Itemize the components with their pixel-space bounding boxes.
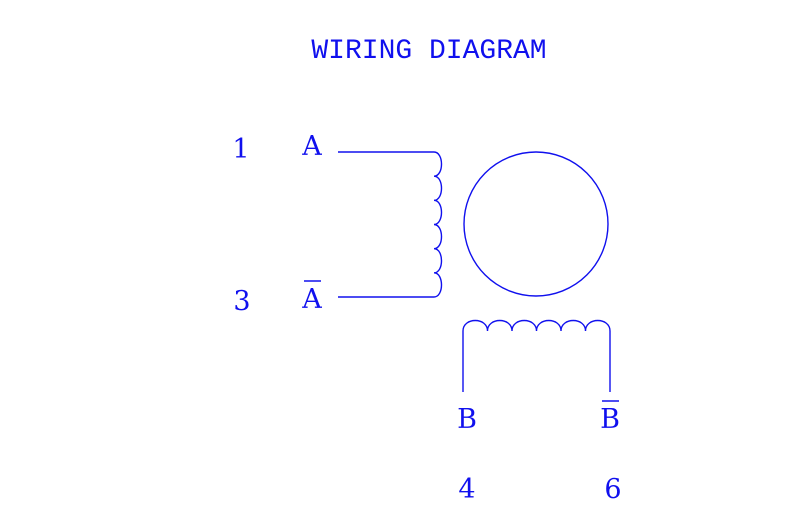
winding-b-coil bbox=[462, 319, 611, 332]
pin-number-b: 4 bbox=[458, 474, 475, 505]
terminal-label-b: B bbox=[457, 404, 477, 435]
pin-number-a-bar: 3 bbox=[233, 286, 250, 317]
pin-number-b-bar: 6 bbox=[604, 474, 621, 505]
terminal-label-a-bar: A bbox=[301, 284, 322, 315]
pin-number-a: 1 bbox=[232, 134, 249, 165]
diagram-title: WIRING DIAGRAM bbox=[311, 36, 546, 67]
winding-a-coil bbox=[433, 151, 443, 298]
terminal-label-b-bar: B bbox=[600, 404, 620, 435]
terminal-label-a: A bbox=[301, 131, 322, 162]
rotor-circle bbox=[463, 151, 609, 297]
